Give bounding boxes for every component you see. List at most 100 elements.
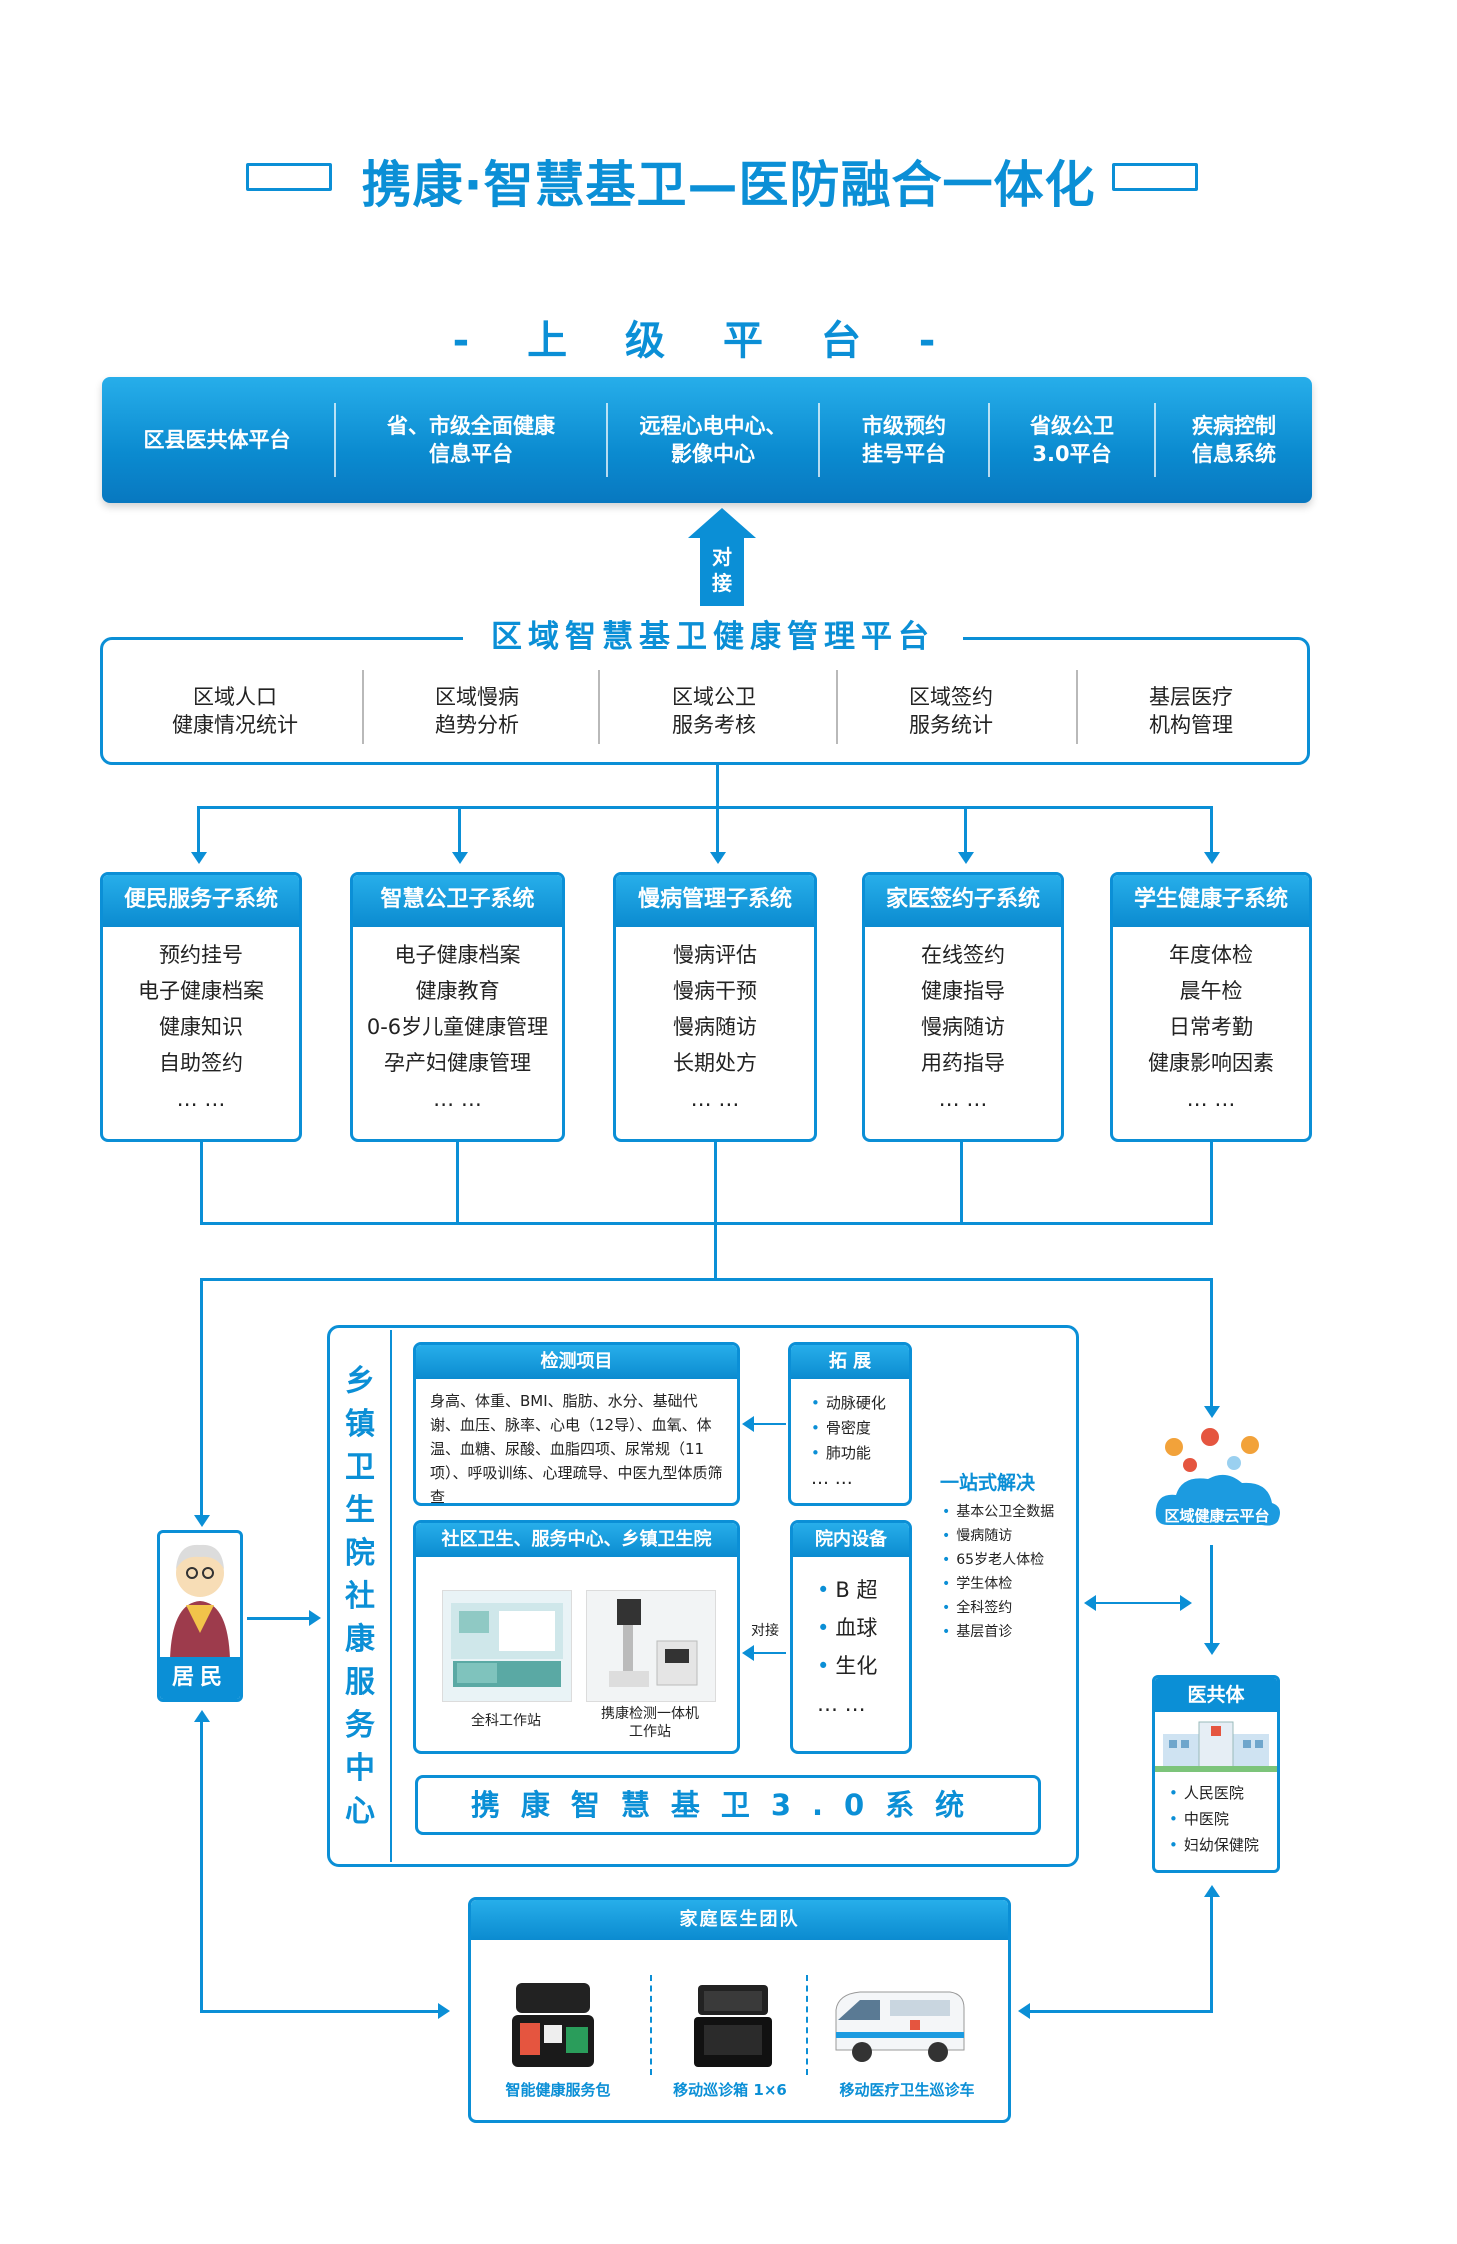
vertical-char: 生	[345, 1493, 375, 1528]
subsystem-item: 0-6岁儿童健康管理	[366, 1015, 549, 1039]
arrow-up	[194, 1710, 210, 1722]
connector-line	[200, 1222, 1213, 1225]
medical-group-item: •中医院	[1169, 1810, 1229, 1828]
regional-item: 区域公卫 服务考核	[672, 685, 756, 737]
connector-line	[1094, 1602, 1182, 1604]
subsystem-item: … …	[176, 1087, 226, 1111]
upper-item-province: 省、市级全面健康 信息平台	[387, 414, 555, 466]
family-item-caption: 智能健康服务包	[505, 2081, 611, 2099]
upper-separator	[606, 403, 608, 477]
connector-line	[714, 1142, 717, 1280]
upper-separator	[818, 403, 820, 477]
connector-line	[1028, 2010, 1213, 2013]
vertical-char: 社	[345, 1579, 375, 1614]
regional-separator	[1076, 670, 1078, 744]
detection-title: 检测项目	[416, 1345, 737, 1379]
vertical-char: 心	[345, 1794, 375, 1829]
family-item-caption: 移动医疗卫生巡诊车	[839, 2081, 975, 2099]
connector-line	[200, 1278, 1213, 1281]
regional-item: 区域签约 服务统计	[909, 685, 993, 737]
health-kit-image	[510, 1975, 596, 2071]
connector-line	[247, 1617, 311, 1620]
expand-item: •动脉硬化	[811, 1394, 886, 1412]
resident-card: 居民	[157, 1530, 243, 1702]
subsystem-item: 慢病随访	[921, 1015, 1005, 1039]
subsystem-item: 电子健康档案	[138, 979, 264, 1003]
connector-line	[197, 806, 1213, 809]
arrow-down	[958, 852, 974, 864]
upper-platform-label: - 上 级 平 台 -	[452, 318, 958, 364]
upper-platform-bar: 区县医共体平台 省、市级全面健康 信息平台 远程心电中心、 影像中心 市级预约 …	[102, 377, 1312, 503]
system-name-box: 携康智慧基卫3.0系统	[415, 1775, 1041, 1835]
onestop-title: 一站式解决	[940, 1472, 1036, 1494]
connector-line	[456, 1142, 459, 1224]
medical-group-title: 医共体	[1155, 1678, 1277, 1712]
regional-platform-title: 区域智慧基卫健康管理平台	[463, 612, 963, 662]
connector-line	[200, 1278, 203, 1518]
subsystem-item: 慢病评估	[673, 943, 757, 967]
vertical-char: 服	[345, 1665, 375, 1700]
family-team-title: 家庭医生团队	[471, 1900, 1008, 1940]
medical-group-item: •妇幼保健院	[1169, 1836, 1259, 1854]
regional-separator	[362, 670, 364, 744]
cloud-label: 区域健康云平台	[1164, 1507, 1270, 1525]
subsystem-item: 长期处方	[673, 1051, 757, 1075]
connector-line	[1210, 806, 1213, 856]
connector-line	[960, 1142, 963, 1224]
arrow-right	[438, 2003, 450, 2019]
onestop-item: •慢病随访	[942, 1528, 1013, 1544]
dashed-separator	[650, 1975, 652, 2075]
arrow-down	[1204, 1643, 1220, 1655]
subsystem-family-doctor: 家医签约子系统 在线签约 健康指导 慢病随访 用药指导 … …	[862, 872, 1064, 1142]
onestop-item: •基本公卫全数据	[942, 1504, 1055, 1520]
subsystem-item: 在线签约	[921, 943, 1005, 967]
subsystem-title: 慢病管理子系统	[616, 875, 814, 927]
upper-separator	[988, 403, 990, 477]
subsystem-item: 孕产妇健康管理	[384, 1051, 531, 1075]
onestop-item: •基层首诊	[942, 1624, 1013, 1640]
resident-label: 居民	[160, 1657, 240, 1699]
subsystem-item: 慢病干预	[673, 979, 757, 1003]
connector-line	[197, 806, 200, 856]
subsystem-convenience: 便民服务子系统 预约挂号 电子健康档案 健康知识 自助签约 … …	[100, 872, 302, 1142]
connector-line	[1210, 1545, 1213, 1645]
regional-separator	[598, 670, 600, 744]
detection-text: 身高、体重、BMI、脂肪、水分、基础代谢、血压、脉率、心电（12导）、血氧、体温…	[430, 1392, 723, 1506]
upper-item-disease-control: 疾病控制 信息系统	[1192, 414, 1276, 466]
vertical-char: 乡	[345, 1364, 375, 1399]
subsystem-item: … …	[1186, 1087, 1236, 1111]
subsystem-public-health: 智慧公卫子系统 电子健康档案 健康教育 0-6岁儿童健康管理 孕产妇健康管理 ……	[350, 872, 565, 1142]
connector-line	[716, 806, 719, 856]
connect-up-label: 对 接	[700, 538, 744, 606]
community-panel: 社区卫生、服务中心、乡镇卫生院	[413, 1520, 740, 1754]
detection-machine-caption: 携康检测一体机 工作站	[601, 1706, 699, 1740]
arrow-left	[1018, 2003, 1030, 2019]
vertical-char: 务	[345, 1708, 375, 1743]
gp-workstation-image	[442, 1590, 572, 1702]
medical-group-card: 医共体 •人民医院 •中医院 •妇幼保健院	[1152, 1675, 1280, 1873]
subsystem-item: … …	[433, 1087, 482, 1111]
resident-icon	[170, 1544, 230, 1659]
connector-line	[1210, 1142, 1213, 1224]
connector-line	[716, 765, 719, 807]
subsystem-item: 健康影响因素	[1148, 1051, 1274, 1075]
page-title: 携康·智慧基卫—医防融合一体化	[361, 156, 1096, 214]
expand-item: … …	[811, 1468, 853, 1489]
cloud-platform: 区域健康云平台	[1150, 1425, 1284, 1535]
connector-line	[200, 1720, 203, 2012]
title-decoration-right	[1112, 163, 1198, 191]
upper-item-county: 区县医共体平台	[143, 428, 291, 452]
upper-item-booking: 市级预约 挂号平台	[862, 414, 946, 466]
subsystem-item: 用药指导	[921, 1051, 1005, 1075]
arrow-right	[1180, 1595, 1192, 1611]
connector-line	[1210, 1895, 1213, 2013]
subsystem-item: 自助签约	[159, 1051, 243, 1075]
connector-line	[1210, 1278, 1213, 1410]
subsystem-item: 健康知识	[159, 1015, 243, 1039]
equipment-item: •B 超	[817, 1578, 878, 1602]
expand-item: •骨密度	[811, 1419, 871, 1437]
expand-title: 拓 展	[791, 1345, 909, 1379]
title-decoration-left	[246, 163, 332, 191]
equipment-title: 院内设备	[793, 1523, 909, 1557]
onestop-item: •全科签约	[942, 1600, 1013, 1616]
